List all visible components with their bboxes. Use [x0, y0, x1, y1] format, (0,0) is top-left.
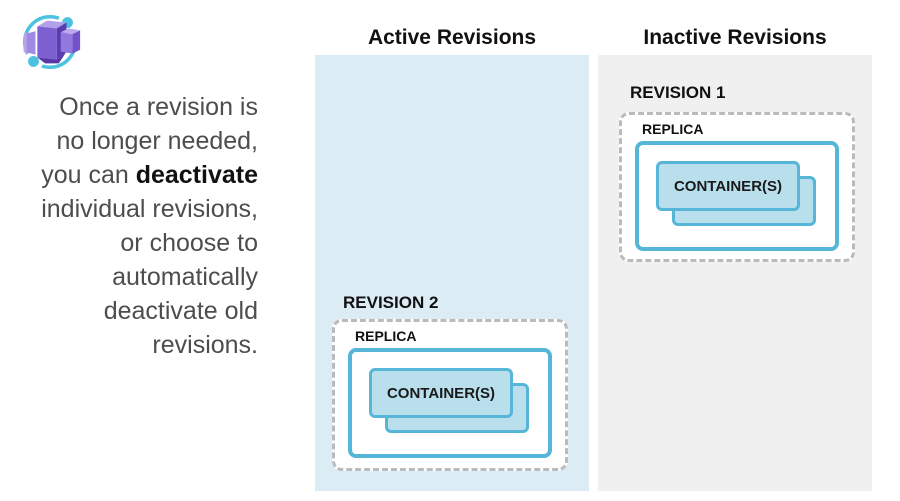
replica-box: CONTAINER(S)	[635, 141, 839, 251]
cube-cluster	[23, 20, 81, 64]
orbit-dot-bottom	[28, 55, 39, 67]
active-revisions-panel: REVISION 2 REPLICA CONTAINER(S)	[315, 55, 589, 491]
revision-label: REVISION 1	[630, 83, 726, 102]
replica-label: REPLICA	[355, 328, 417, 344]
intro-line: Once a revision is	[59, 93, 258, 121]
active-revisions-title: Active Revisions	[367, 26, 537, 49]
container-box: CONTAINER(S)	[656, 161, 800, 211]
revision-boundary: REPLICA CONTAINER(S)	[332, 319, 568, 471]
deactivate-emphasis: deactivate	[135, 161, 258, 189]
intro-line: revisions.	[152, 331, 258, 359]
inactive-revisions-panel: REVISION 1 REPLICA CONTAINER(S)	[598, 55, 872, 491]
container-label: CONTAINER(S)	[673, 177, 783, 195]
intro-line: individual revisions,	[41, 195, 258, 223]
container-apps-icon	[22, 12, 81, 72]
intro-line: deactivate old	[103, 297, 258, 325]
replica-label: REPLICA	[642, 121, 704, 137]
revision-boundary: REPLICA CONTAINER(S)	[619, 112, 855, 262]
intro-line: no longer needed,	[56, 127, 258, 155]
container-label: CONTAINER(S)	[386, 384, 496, 402]
container-box: CONTAINER(S)	[369, 368, 513, 418]
intro-line: or choose to	[120, 229, 258, 257]
intro-line: automatically	[112, 263, 258, 291]
revision-label: REVISION 2	[343, 293, 439, 312]
intro-text: Once a revision is no longer needed, you…	[0, 90, 258, 362]
intro-line: you can deactivate	[41, 161, 258, 189]
replica-box: CONTAINER(S)	[348, 348, 552, 458]
inactive-revisions-title: Inactive Revisions	[643, 26, 827, 49]
